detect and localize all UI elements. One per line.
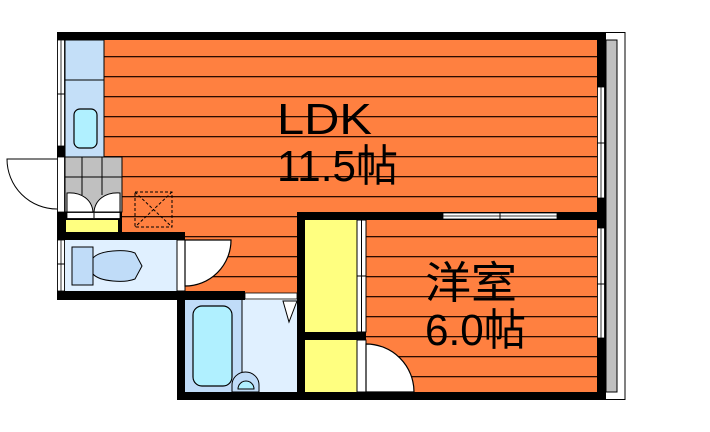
window-ldk-right-icon: [597, 86, 605, 199]
kitchen-counter: [64, 39, 105, 158]
wall-bath-left: [177, 291, 185, 400]
sink-icon: [73, 108, 98, 149]
drain-icon: [231, 371, 260, 393]
refrigerator-space-icon: [134, 191, 173, 228]
wall-top: [57, 32, 605, 40]
closet-sliding-door-icon: [356, 219, 367, 333]
toilet-icon: [71, 246, 143, 286]
ldk-floor: [104, 40, 597, 293]
wall-bath-top: [57, 291, 245, 300]
western-room-area-label: 6.0帖: [425, 306, 526, 355]
closet-upper: [305, 220, 357, 332]
wall-partition-vertical: [297, 212, 305, 400]
bath-door-marker-icon: [282, 300, 298, 324]
toilet-door-swing-icon: [184, 239, 232, 287]
partition-sliding-door-icon: [442, 212, 558, 220]
wall-toilet-top: [57, 232, 185, 240]
western-room-name-label: 洋室: [425, 259, 517, 308]
shoe-cabinet: [66, 212, 121, 232]
shoe-cabinet-doors-icon: [66, 192, 121, 213]
closet-lower-door-opening: [356, 339, 367, 393]
wall-closet-divider: [305, 332, 366, 340]
bathtub-icon: [192, 305, 233, 387]
entrance-door-swing-icon: [6, 158, 58, 210]
ldk-name-label: LDK: [277, 95, 372, 144]
window-toilet-left-icon: [57, 239, 65, 292]
window-kitchen-left-icon: [57, 39, 65, 147]
wall-right: [597, 32, 605, 400]
bath-door-opening: [244, 292, 298, 300]
balcony: [605, 32, 626, 400]
toilet-door-opening: [176, 239, 186, 292]
ldk-area-label: 11.5帖: [277, 142, 398, 191]
entrance-door-opening: [57, 156, 65, 213]
window-western-room-right-icon: [597, 227, 605, 339]
wall-bottom: [177, 392, 605, 400]
closet-lower: [305, 340, 357, 392]
western-room-door-swing-icon: [365, 343, 415, 393]
